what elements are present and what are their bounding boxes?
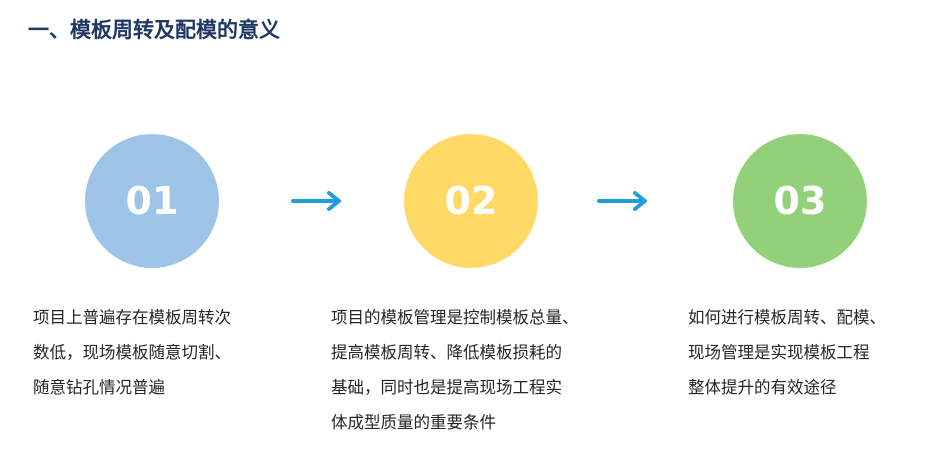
step-number-2: 02 bbox=[444, 179, 498, 223]
step-number-3: 03 bbox=[773, 179, 827, 223]
description-line: 项目上普遍存在模板周转次 bbox=[33, 308, 231, 327]
description-line: 随意钻孔情况普遍 bbox=[33, 378, 165, 397]
step-circle-3: 03 bbox=[733, 134, 867, 268]
description-line: 现场管理是实现模板工程 bbox=[688, 343, 870, 362]
description-line: 提高模板周转、降低模板损耗的 bbox=[331, 343, 562, 362]
description-line: 数低，现场模板随意切割、 bbox=[33, 343, 231, 362]
step-circle-1: 01 bbox=[85, 134, 219, 268]
right-arrow-icon bbox=[597, 191, 647, 211]
description-line: 如何进行模板周转、配模、 bbox=[688, 308, 886, 327]
description-line: 基础，同时也是提高现场工程实 bbox=[331, 378, 562, 397]
step-description-1: 项目上普遍存在模板周转次 数低，现场模板随意切割、 随意钻孔情况普遍 bbox=[33, 300, 278, 405]
description-line: 项目的模板管理是控制模板总量、 bbox=[331, 308, 579, 327]
page-title: 一、模板周转及配模的意义 bbox=[28, 18, 280, 42]
right-arrow-icon bbox=[291, 191, 341, 211]
step-circle-2: 02 bbox=[404, 134, 538, 268]
step-number-1: 01 bbox=[125, 179, 179, 223]
description-line: 整体提升的有效途径 bbox=[688, 378, 837, 397]
step-description-2: 项目的模板管理是控制模板总量、 提高模板周转、降低模板损耗的 基础，同时也是提高… bbox=[331, 300, 621, 440]
step-description-3: 如何进行模板周转、配模、 现场管理是实现模板工程 整体提升的有效途径 bbox=[688, 300, 923, 405]
description-line: 体成型质量的重要条件 bbox=[331, 413, 496, 432]
